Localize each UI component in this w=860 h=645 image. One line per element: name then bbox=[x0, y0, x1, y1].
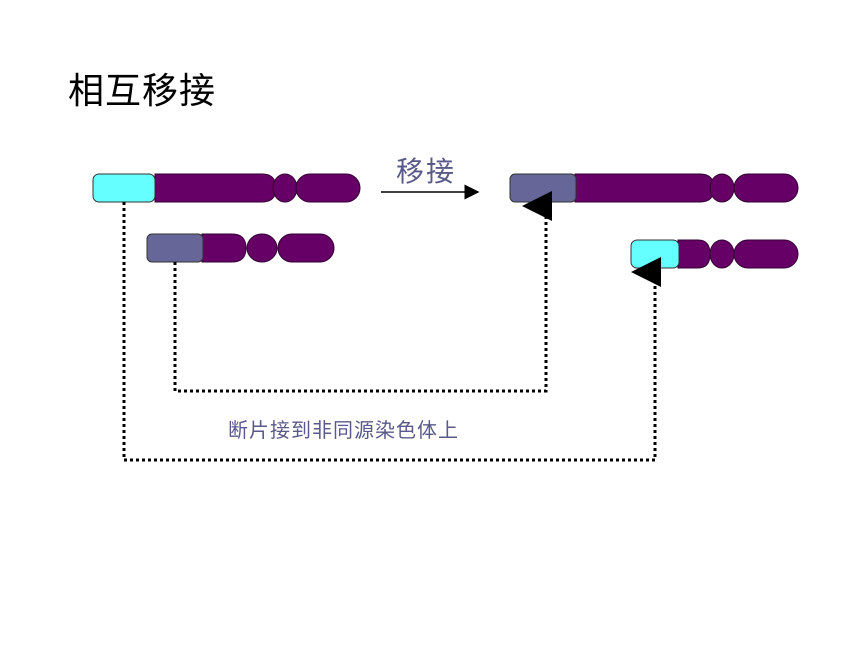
chromosome-1-before bbox=[92, 173, 361, 203]
page-title: 相互移接 bbox=[68, 71, 217, 112]
arrow-label: 移接 bbox=[396, 155, 457, 188]
segment-slate-moved bbox=[509, 173, 577, 203]
chromosome-2-after bbox=[630, 239, 799, 269]
segment-slate bbox=[146, 233, 204, 263]
caption: 断片接到非同源染色体上 bbox=[228, 418, 459, 442]
chromosome-2-before bbox=[146, 233, 335, 263]
segment-cyan bbox=[92, 173, 156, 203]
dotted-path-slate bbox=[173, 191, 552, 393]
chromosome-1-after bbox=[509, 173, 799, 203]
segment-cyan-moved bbox=[630, 239, 680, 269]
dotted-path-cyan bbox=[122, 202, 661, 462]
